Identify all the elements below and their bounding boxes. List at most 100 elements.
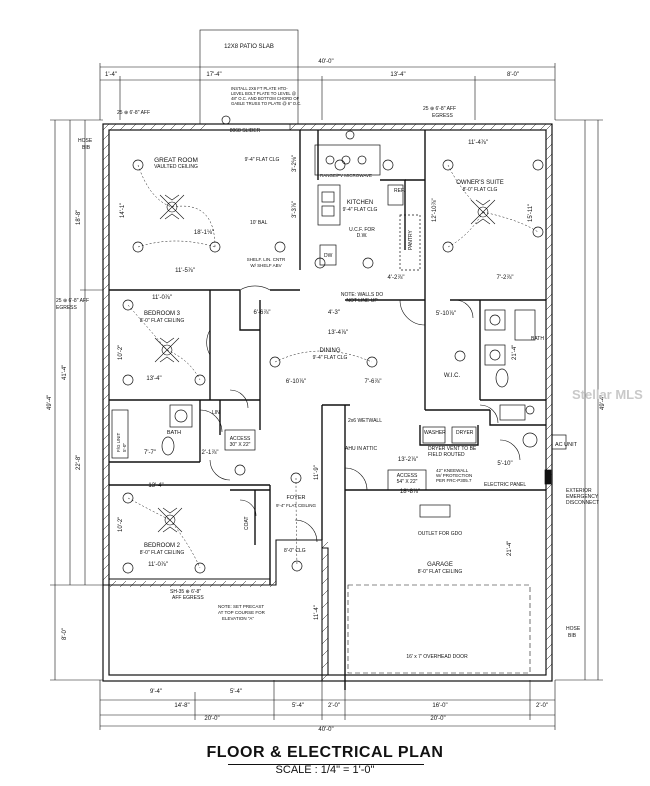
egress-bed2-1: SH-35 ⊕ 6'-8" (170, 589, 202, 595)
dim-bed3-a: 11'-0⅞" (152, 295, 172, 301)
dim-top-c: 13'-4" (390, 72, 406, 78)
kneewall-2: W/ PROTECTION (436, 473, 473, 478)
egress-bed2-2: AFF EGRESS (172, 595, 204, 601)
kitchen-label: KITCHEN (346, 200, 374, 206)
dim-left-a: 41'-4" (62, 364, 68, 380)
egress-note-right-2: EGRESS (432, 113, 453, 119)
hose-bib-top-2: BIB (82, 145, 91, 151)
patio-slab-label: 12X8 PATIO SLAB (224, 44, 274, 50)
access1-2: 30" X 22" (229, 442, 251, 448)
dining-label: DINING (319, 348, 341, 354)
bedroom2-ceiling: 8'-0" FLAT CEILING (139, 550, 185, 556)
dim-dining-c: 7'-6⅞" (364, 379, 382, 385)
owners-suite-ceiling: 8'-0" FLAT CLG (462, 187, 498, 193)
garage-ceiling: 8'-0" FLAT CEILING (417, 569, 463, 575)
dim-dining-a: 13'-4⅞" (327, 330, 349, 336)
dim-bed3-b: 10'-2" (118, 344, 124, 360)
overhead-door-label: 16' x 7' OVERHEAD DOOR (406, 654, 468, 660)
dim-right-a: 21'-4" (512, 344, 518, 360)
bedroom3-label: BEDROOM 3 (143, 311, 181, 317)
dim-wic-a: 5'-10⅞" (435, 311, 457, 317)
disconnect-3: DISCONNECT (566, 500, 600, 506)
plan-title: FLOOR & ELECTRICAL PLAN (206, 744, 444, 761)
precast-note-3: ELEVATION "A" (222, 616, 255, 621)
install-note-2: LEVEL BOLT PLATE TO LEVEL @ (231, 91, 296, 96)
egress-note-left: 25 ⊕ 6'-8" AFF (117, 110, 151, 116)
dim-kitchen-a: 3'-2⅛" (292, 155, 298, 172)
pantry-label: PANTRY (408, 230, 414, 250)
overhead-door-dash (347, 584, 531, 674)
dim-foyer-a: 11'-9" (314, 465, 320, 480)
lin-label: LIN (212, 410, 220, 416)
title-underline (228, 764, 424, 765)
wic-label: W.I.C. (443, 373, 461, 379)
walls-note-1: NOTE: WALLS DO (340, 292, 384, 298)
dryer-label: DRYER (456, 430, 474, 436)
dim-top-b: 17'-4" (206, 72, 222, 78)
dim-bot-overall: 40'-0" (318, 727, 334, 733)
dim-right-b: 15'-11" (528, 203, 534, 222)
dim-kitchen-c: 4'-2⅞" (387, 275, 405, 281)
garage-label: GARAGE (427, 562, 453, 568)
slider-note: 8068 SLIDER (229, 128, 261, 134)
tub-note-2: 5'-0" (122, 443, 127, 452)
kitchen-ceiling: 9'-4" FLAT CLG (342, 207, 378, 213)
great-room-flat-clg: 9'-4" FLAT CLG (244, 157, 280, 163)
dim-top-a: 1'-4" (105, 72, 117, 78)
dim-garage-a: 18'-8⅞" (399, 489, 421, 495)
ref-label: REF. (394, 188, 405, 194)
disconnect-2: EMERGENCY (566, 494, 599, 500)
closet-ceiling: 8'-0" CLG (284, 548, 306, 554)
kneewall-3: PER FRC-P305.7 (436, 478, 472, 483)
egress-bed3-2: EGRESS (56, 305, 77, 311)
watermark: Stellar MLS (572, 387, 643, 402)
bedroom2-label: BEDROOM 2 (143, 543, 181, 549)
dim-top-d: 8'-0" (507, 72, 519, 78)
dw-label: DW (324, 253, 333, 259)
dim-bot-d: 5'-4" (292, 703, 304, 709)
install-note-3: 48" O.C. AND BOTTOM CHORD OF (231, 96, 300, 101)
hose-bib-bottom: HOSE (566, 626, 581, 632)
dim-mid-a: 6'-6⅞" (253, 310, 271, 316)
walls-note-2: NOT LINE UP (346, 298, 378, 304)
precast-note-1: NOTE: SET PRECAST (218, 604, 265, 609)
owners-suite-label: OWNER'S SUITE (456, 180, 504, 186)
ac-unit-label: AC UNIT (555, 442, 577, 448)
dim-owners-a: 11'-4⅞" (468, 140, 488, 146)
dining-ceiling: 9'-4" FLAT CLG (312, 355, 348, 361)
egress-note-right: 25 ⊕ 6'-8" AFF (423, 106, 457, 112)
kitchen-range (314, 144, 381, 176)
dim-bed2-b: 10'-2" (118, 516, 124, 532)
clg-10-note: 10' BAL (250, 220, 268, 226)
exterior-wall-outer (102, 123, 553, 682)
dim-bed2-a: 13'-4" (148, 483, 164, 489)
dim-laundry-b: 5'-10" (497, 461, 513, 467)
dim-great-room-a: 14'-1" (120, 202, 126, 218)
refrigerator (387, 184, 404, 206)
dim-top-overall: 40'-0" (318, 59, 334, 65)
dim-left-c: 18'-8" (76, 209, 82, 225)
dim-bot-e: 9'-4" (150, 689, 162, 695)
ucf-note-1: U.C.F. FOR (349, 227, 375, 233)
light-fixtures (122, 115, 544, 574)
dim-bot-b: 20'-0" (430, 716, 446, 722)
access2-2: 54" X 22" (396, 479, 418, 485)
dim-foyer-b: 11'-4" (314, 605, 320, 620)
dishwasher (319, 244, 337, 266)
water-heater (522, 432, 538, 448)
egress-bed3-1: 25 ⊕ 6'-8" AFF (56, 298, 90, 304)
dryer-vent-1: DRYER VENT TO BE (428, 446, 477, 452)
dim-left-b: 8'-0" (62, 628, 68, 640)
bath2-label: BATH (166, 430, 182, 436)
dim-bot-a: 20'-0" (204, 716, 220, 722)
dim-laundry-a: 13'-2⅞" (397, 457, 419, 463)
dim-left-d: 22'-8" (76, 454, 82, 470)
dim-mid-b: 4'-3" (328, 310, 340, 316)
dim-bot-g: 2'-0" (328, 703, 340, 709)
dim-kitchen-b: 3'-3⅞" (292, 201, 298, 218)
dim-left-overall: 49'-4" (47, 394, 53, 410)
ahu-label: AHU IN ATTIC (345, 446, 378, 452)
disconnect-1: EXTERIOR (566, 488, 592, 494)
outlet-note: OUTLET FOR GDO (417, 531, 463, 537)
dim-owners-c: 7'-2⅞" (496, 275, 514, 281)
